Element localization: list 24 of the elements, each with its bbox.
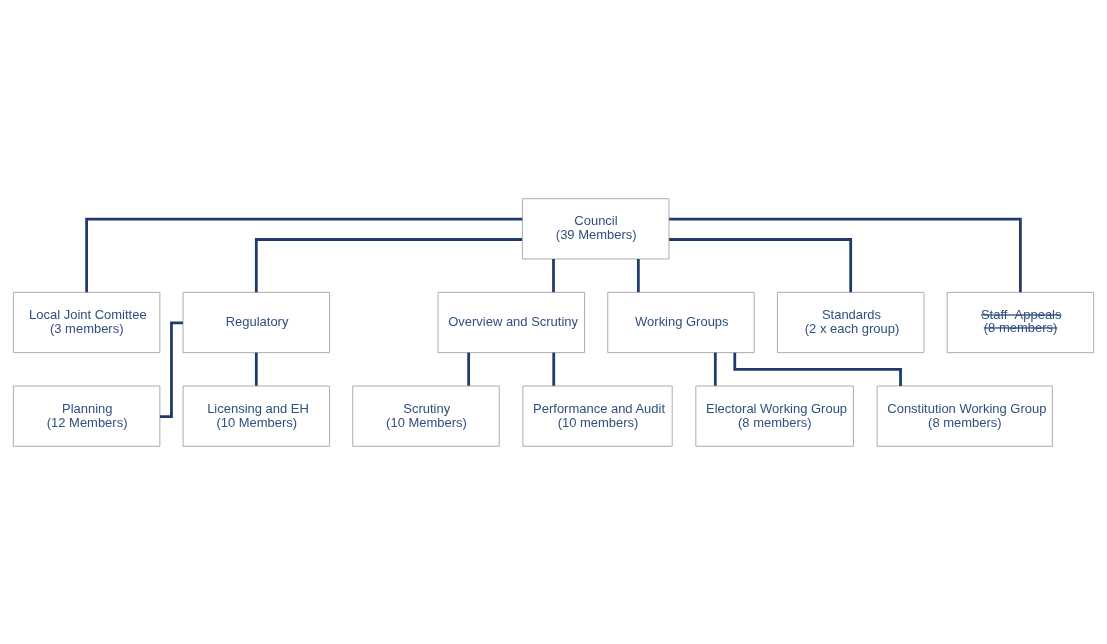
connector	[467, 352, 471, 386]
connector	[85, 217, 523, 292]
node-box: Working Groups	[607, 291, 755, 353]
connector	[669, 217, 1022, 292]
connector	[636, 258, 640, 292]
node-box: Standards (2 x each group)	[776, 291, 925, 353]
node-box: Council (39 Members)	[521, 197, 670, 259]
connector	[160, 321, 183, 418]
node-box: Regulatory	[182, 291, 331, 353]
node-box: Scrutiny (10 Members)	[352, 385, 500, 447]
connector	[713, 352, 717, 386]
node-box: Electoral Working Group (8 members)	[695, 385, 854, 447]
node-box: Constitution Working Group (8 members)	[876, 385, 1053, 447]
node-box: Staff Appeals (8 members)	[946, 291, 1095, 353]
connector	[552, 258, 555, 292]
connector	[552, 352, 556, 386]
node-box: Planning (12 Members)	[12, 385, 161, 447]
node-box: Local Joint Comittee (3 members)	[12, 291, 161, 353]
node-box: Overview and Scrutiny	[437, 291, 586, 353]
node-box: Licensing and EH (10 Members)	[182, 385, 331, 447]
connector	[254, 352, 258, 386]
connector	[669, 237, 853, 292]
node-box: Performance and Audit (10 members)	[522, 385, 673, 447]
connector	[254, 237, 523, 292]
